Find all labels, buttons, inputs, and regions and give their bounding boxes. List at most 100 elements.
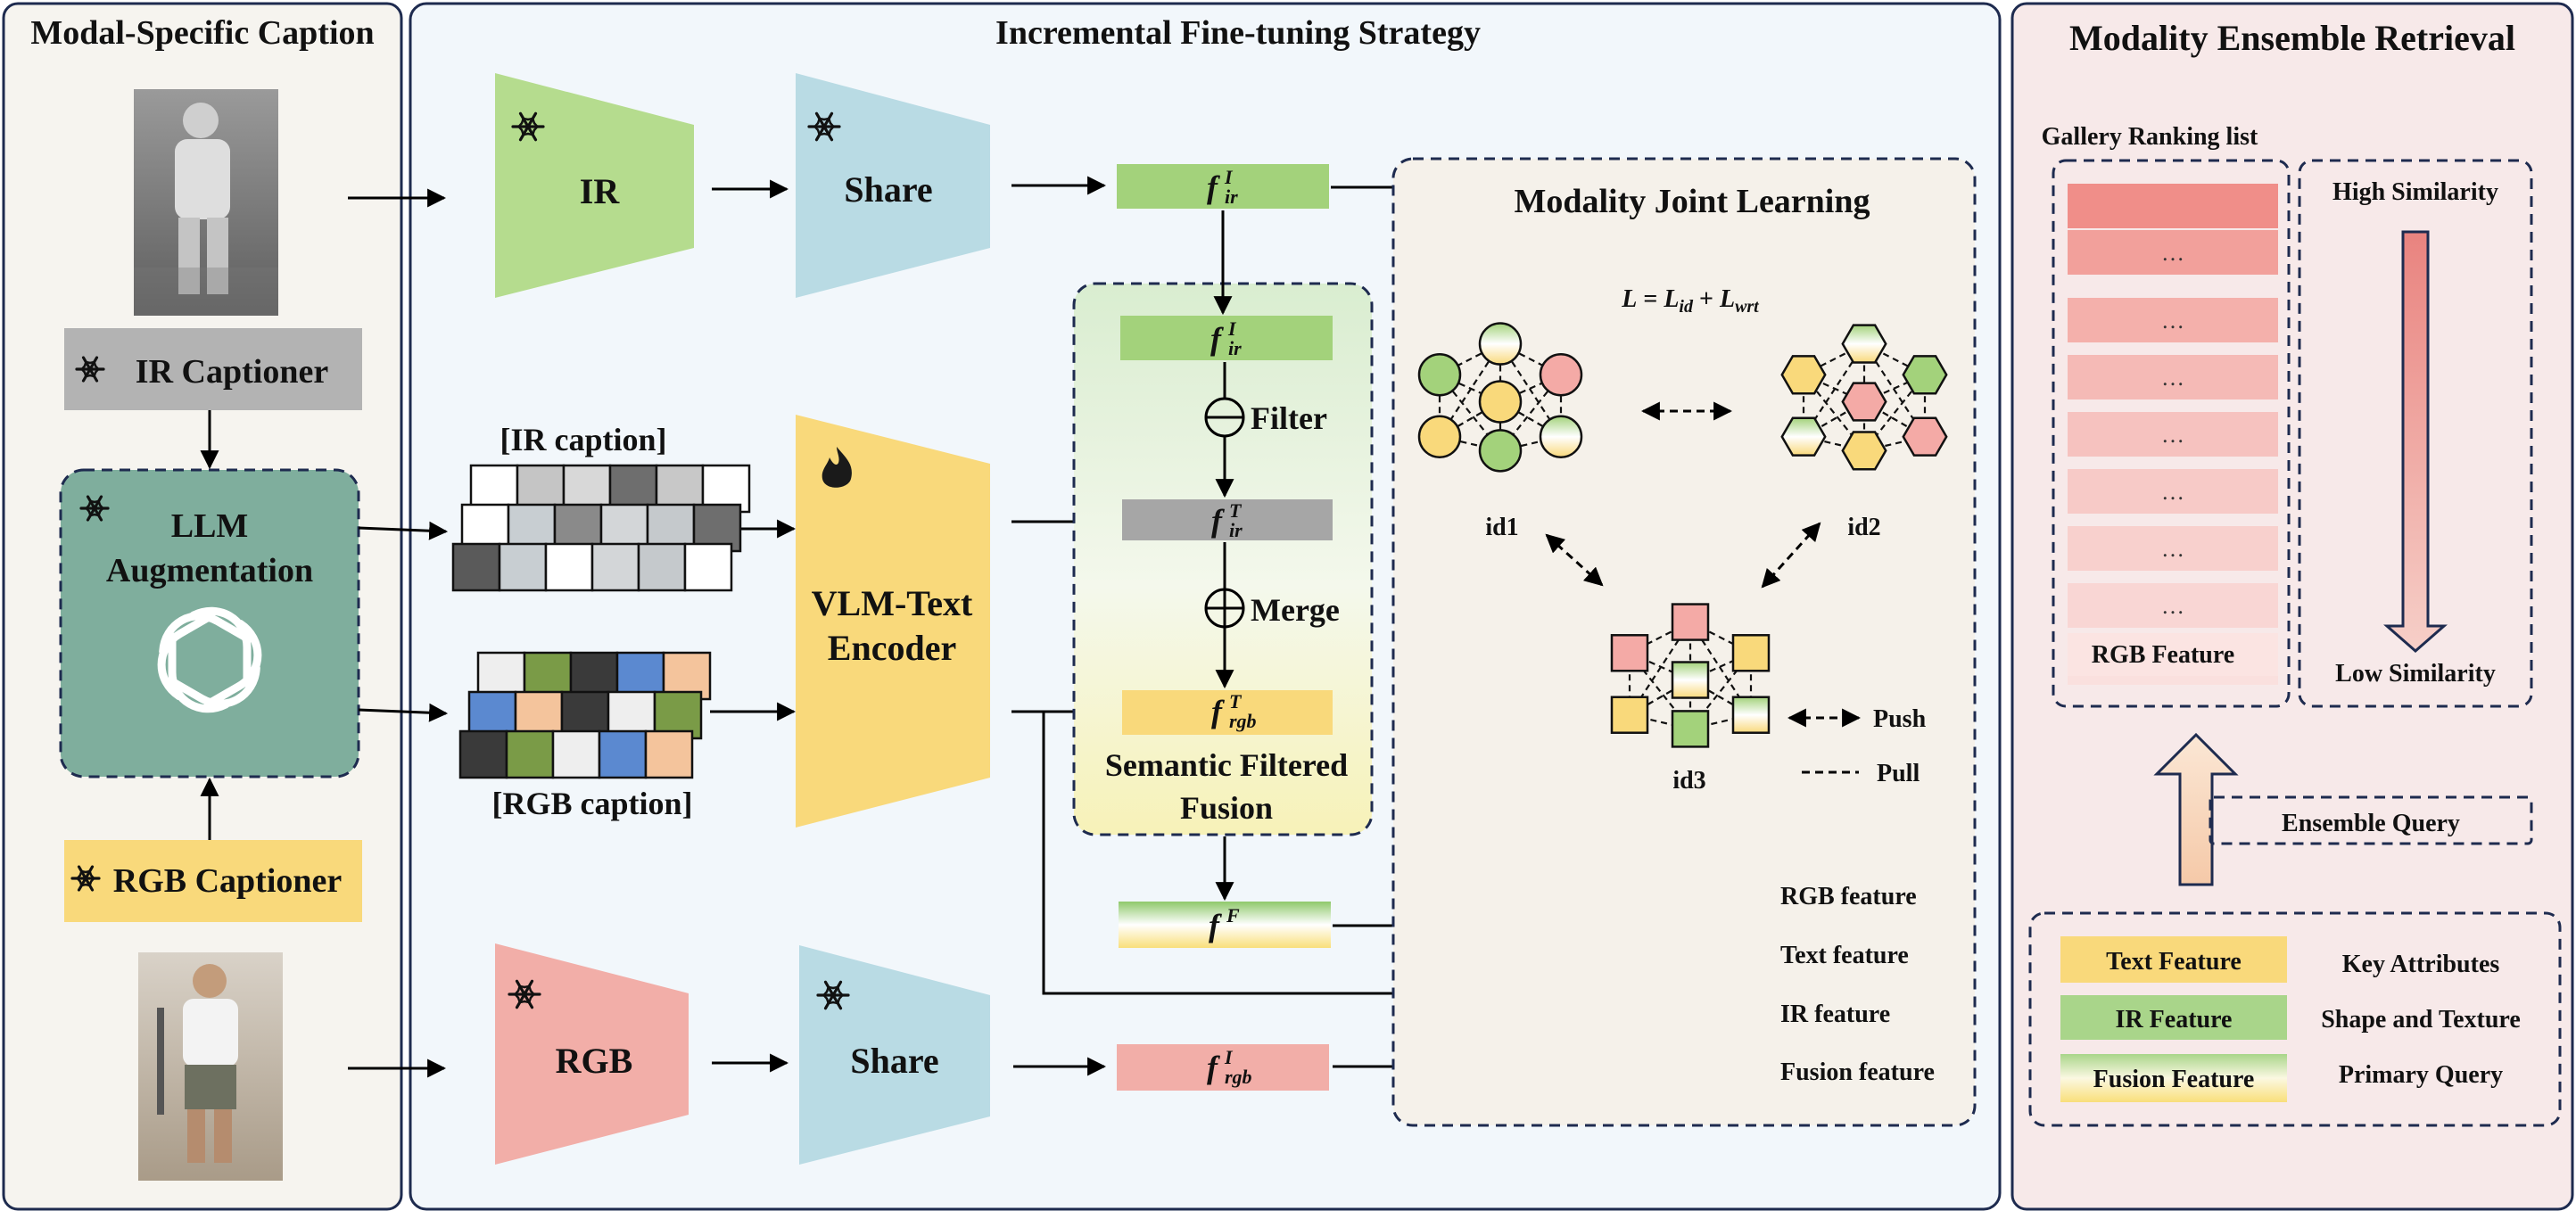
ir-encoder-snowflake-icon: [511, 111, 545, 142]
text-feature-swatch: [2060, 936, 2287, 983]
caption-token: [505, 729, 555, 779]
graph-node: [1539, 353, 1583, 397]
gallery-item: [2068, 583, 2278, 628]
vlm-label-line1: VLM-Text: [812, 583, 973, 623]
ir-person-image: [134, 89, 278, 316]
svg-text:ir: ir: [1228, 337, 1242, 359]
gallery-item: [2068, 412, 2278, 457]
filter-label: Filter: [1251, 400, 1327, 436]
share-top-label: Share: [844, 169, 932, 210]
graph-node: [1780, 416, 1827, 457]
id2-label: id2: [1847, 514, 1880, 541]
graph-node: [1417, 353, 1462, 397]
push-legend-label: Push: [1873, 705, 1927, 733]
ir-feature-label: IR Feature: [2116, 1006, 2233, 1034]
caption-token: [598, 729, 648, 779]
gallery-item-ellipsis: …: [2161, 308, 2184, 334]
fusion-label-line1: Semantic Filtered: [1105, 747, 1348, 783]
merge-label: Merge: [1251, 592, 1340, 628]
ir-caption-grid: [451, 464, 751, 592]
graph-node: [1417, 415, 1462, 458]
graph-node: [1902, 355, 1948, 395]
caption-token: [451, 542, 501, 592]
caption-token: [590, 542, 640, 592]
svg-text:T: T: [1229, 690, 1243, 712]
svg-text:f: f: [1207, 1050, 1220, 1085]
gallery-item: [2068, 469, 2278, 514]
query-table-box: [2028, 911, 2562, 1127]
ir-caption-label: [IR caption]: [500, 422, 667, 457]
svg-text:f: f: [1209, 908, 1222, 943]
arrow-llm-to-rgb-caption: [358, 703, 449, 722]
rgb-encoder-snowflake-icon: [508, 979, 541, 1009]
rgb-caption-label: [RGB caption]: [492, 786, 693, 821]
legend-label: RGB feature: [1780, 883, 1917, 910]
rgb-encoder: [495, 943, 689, 1165]
gallery-item-ellipsis: …: [2161, 479, 2184, 505]
loss-equation: L = Lid + Lwrt: [1621, 285, 1760, 317]
identity-graph-id3: [1610, 603, 1771, 748]
rgb-caption-grid: [458, 651, 712, 779]
identity-graph-id1: [1417, 322, 1583, 473]
graph-node: [1478, 380, 1523, 424]
gallery-item: [2068, 298, 2278, 342]
low-similarity-label: Low Similarity: [2335, 660, 2496, 688]
openai-logo-icon: [157, 606, 262, 713]
left-panel-title: Modal-Specific Caption: [30, 14, 374, 52]
gallery-list-box: [2052, 159, 2291, 708]
share-bottom-snowflake-icon: [816, 980, 850, 1010]
middle-panel-title: Incremental Fine-tuning Strategy: [995, 14, 1481, 52]
push-arrow-id2-id3: [1761, 522, 1821, 589]
modality-joint-learning-box: [1391, 157, 1977, 1127]
gallery-item-ellipsis: …: [2161, 536, 2184, 562]
share-encoder-top: [796, 73, 990, 298]
f-F-bar: [1119, 902, 1331, 948]
graph-node: [1478, 429, 1523, 473]
rgb-captioner-label: RGB Captioner: [113, 862, 343, 900]
ir-encoder-label: IR: [580, 171, 621, 211]
gallery-item-ellipsis: …: [2161, 422, 2184, 448]
llm-snowflake-icon: [79, 495, 110, 522]
rgb-captioner-snowflake-icon: [70, 865, 101, 892]
gallery-item: [2068, 184, 2278, 228]
f-ir-T-bar: [1122, 499, 1333, 540]
graph-node: [1478, 322, 1523, 366]
share-encoder-bottom: [799, 945, 990, 1165]
similarity-down-arrow-icon: [2383, 230, 2448, 653]
right-panel-title: Modality Ensemble Retrieval: [2069, 18, 2515, 58]
svg-text:rgb: rgb: [1225, 1066, 1252, 1088]
graph-node: [1610, 634, 1649, 672]
gallery-item-ellipsis: …: [2161, 365, 2184, 391]
shape-texture-label: Shape and Texture: [2321, 1006, 2521, 1034]
graph-node: [1780, 355, 1827, 395]
gallery-item-ellipsis: …: [2161, 240, 2184, 266]
graph-node: [1731, 696, 1771, 734]
svg-text:I: I: [1227, 317, 1237, 340]
graph-node: [1902, 416, 1948, 457]
gallery-rgb-feature-label: RGB Feature: [2092, 641, 2234, 669]
gallery-item: [2068, 526, 2278, 571]
joint-learning-title: Modality Joint Learning: [1514, 183, 1870, 220]
rgb-captioner-box: [64, 840, 362, 922]
graph-node: [1841, 431, 1887, 471]
graph-node: [1841, 382, 1887, 422]
rgb-person-image: [138, 952, 283, 1181]
f-rgb-T-bar: [1122, 690, 1333, 735]
fusion-feature-swatch: [2060, 1054, 2287, 1102]
ir-captioner-box: [64, 328, 362, 410]
ensemble-query-label: Ensemble Query: [2282, 810, 2460, 837]
caption-token: [458, 729, 508, 779]
graph-node: [1671, 603, 1710, 641]
similarity-box: [2298, 159, 2533, 708]
flame-icon: [822, 447, 852, 488]
fusion-feature-label: Fusion Feature: [2093, 1066, 2255, 1093]
primary-query-label: Primary Query: [2339, 1061, 2503, 1089]
ir-feature-swatch: [2060, 995, 2287, 1040]
graph-node: [1671, 710, 1710, 748]
caption-token: [498, 542, 548, 592]
key-attributes-label: Key Attributes: [2342, 951, 2500, 978]
